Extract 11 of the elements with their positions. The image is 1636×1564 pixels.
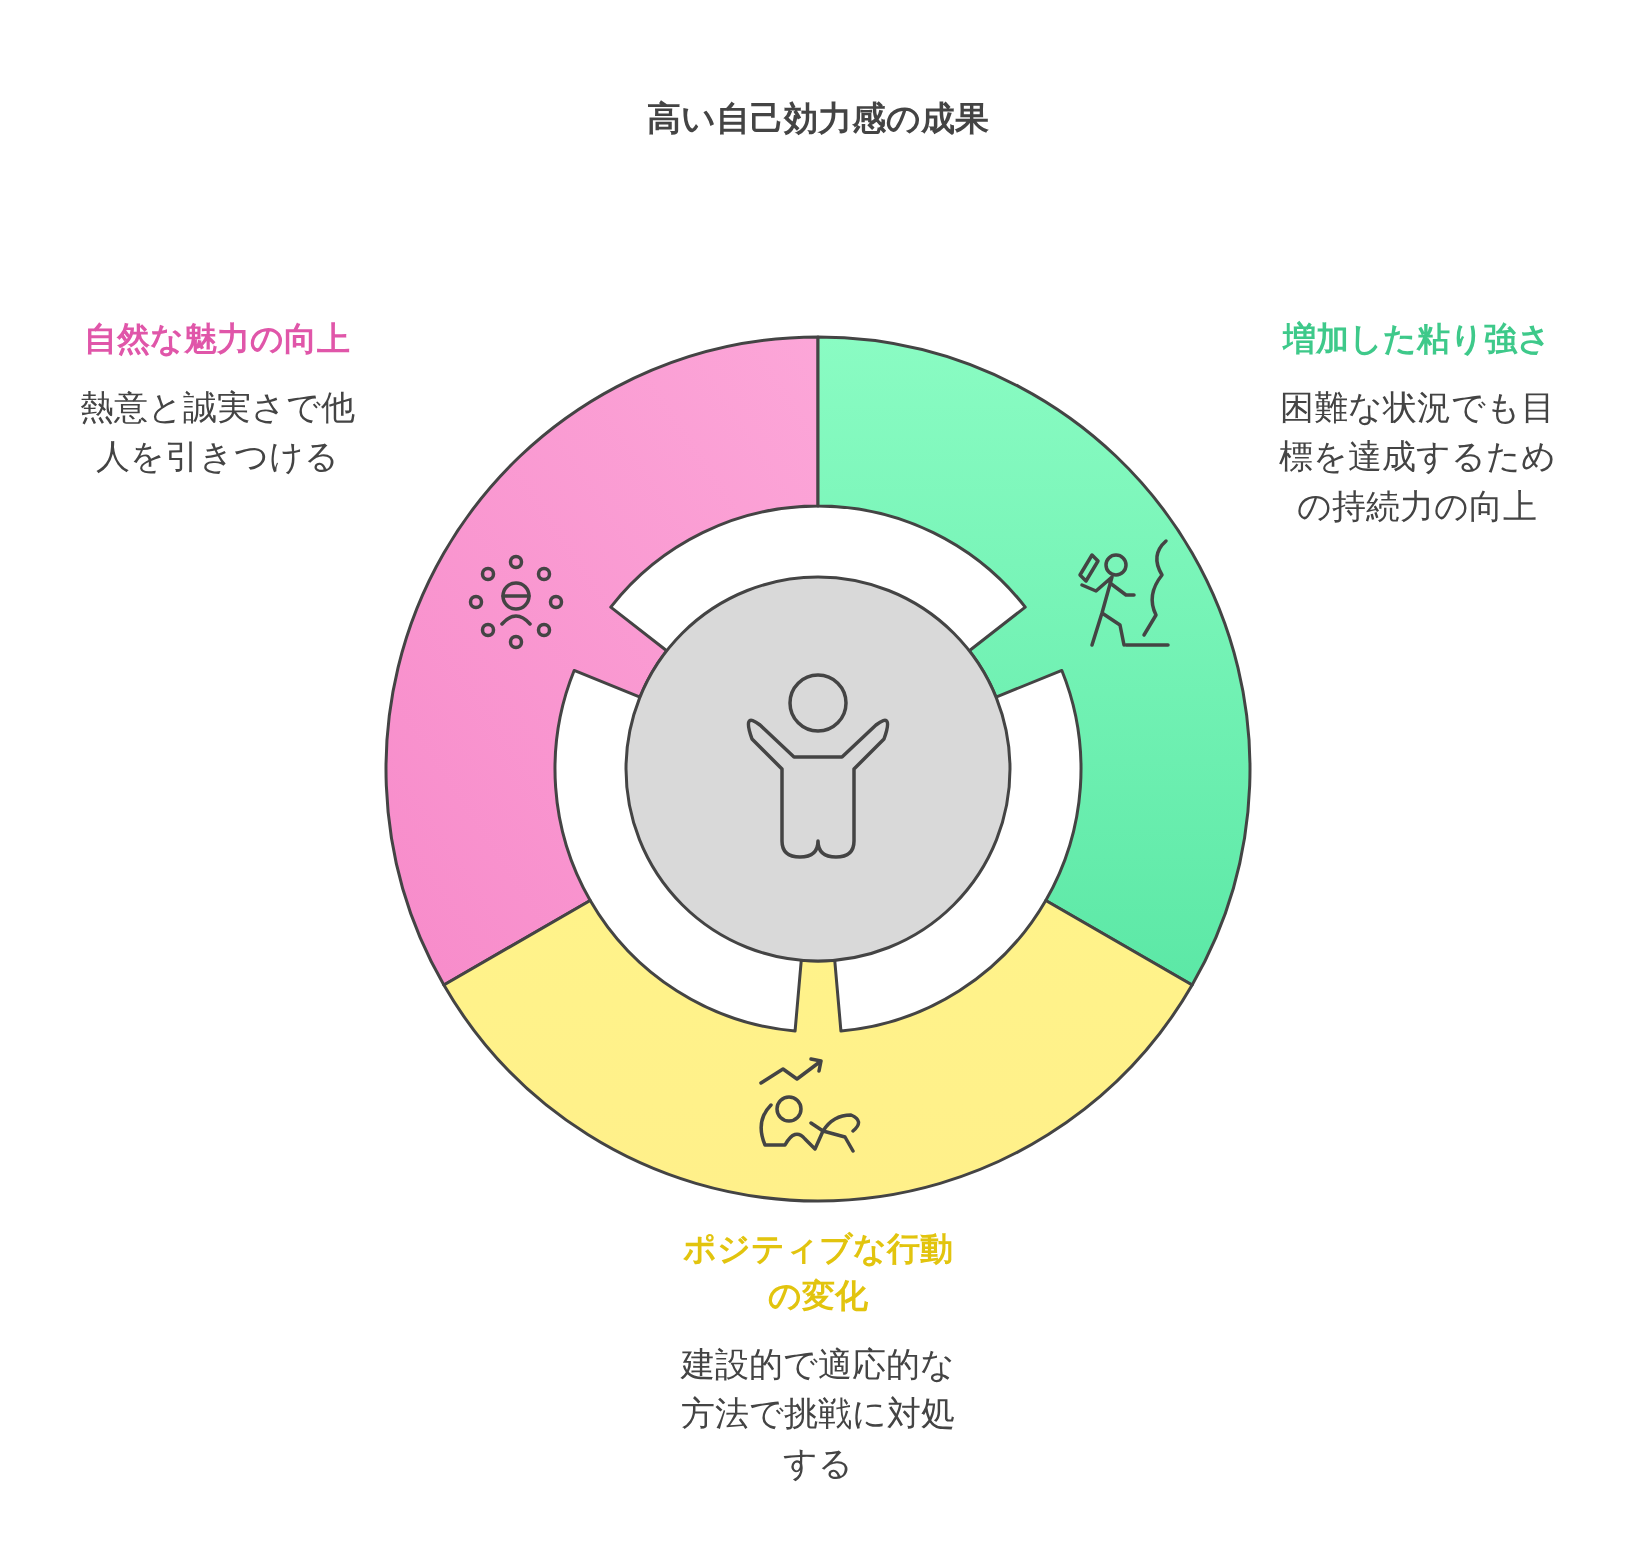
segment-description: 熱意と誠実さで他人を引きつける: [78, 386, 356, 479]
ring-segment: [442, 899, 1194, 1202]
segment-heading: ポジティブな行動の変化: [682, 1228, 954, 1317]
segment-description: 建設的で適応的な方法で挑戦に対処する: [679, 1343, 956, 1485]
segment-heading: 増加した粘り強さ: [1281, 318, 1552, 360]
ring-segment: [816, 335, 1252, 987]
ring-segment: [384, 335, 820, 987]
center-circle: [624, 575, 1012, 963]
title: 高い自己効力感の成果: [646, 97, 990, 140]
segment-heading: 自然な魅力の向上: [83, 318, 351, 360]
segment-description: 困難な状況でも目標を達成するための持続力の向上: [1277, 386, 1557, 528]
